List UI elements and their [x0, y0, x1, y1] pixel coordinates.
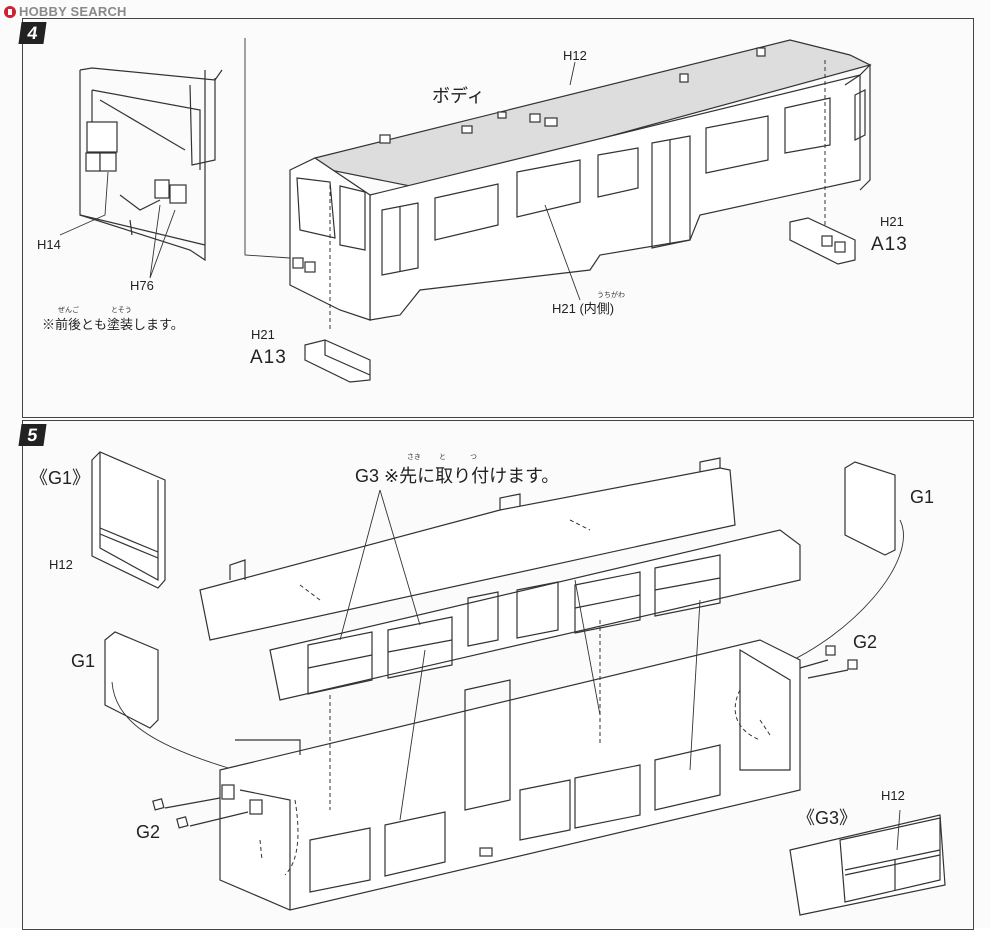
label-g1-left: G1 — [71, 651, 96, 671]
part-a13-left — [304, 339, 371, 383]
car-body — [289, 39, 872, 330]
label-h21-inner: H21 (内側) — [552, 301, 615, 316]
part-g1-right — [769, 461, 904, 671]
car-lower-body — [152, 489, 858, 911]
furigana-uchigawa: うちがわ — [597, 291, 625, 299]
furigana-to: と — [439, 453, 446, 461]
label-h12-top: H12 — [563, 48, 587, 63]
furigana-saki: さき — [407, 453, 421, 461]
label-h21-right: H21 — [880, 214, 904, 229]
label-a13-left: A13 — [250, 347, 287, 368]
label-g2-right: G2 — [853, 632, 878, 652]
inset-front-detail — [59, 38, 291, 279]
label-body: ボディ — [432, 86, 485, 106]
label-h12-left: H12 — [49, 557, 73, 572]
part-g3-outer — [199, 457, 736, 641]
part-g3-callout — [789, 809, 946, 916]
watermark: HOBBY SEARCH — [4, 4, 127, 19]
part-g1-callout — [91, 451, 166, 589]
label-g3-callout: 《G3》 — [797, 808, 858, 828]
label-g3-note: G3 ※先に取り付けます。 — [355, 466, 560, 486]
step-4-panel — [22, 18, 974, 418]
part-g1-left — [104, 631, 236, 771]
furigana-tosou: とそう — [111, 306, 132, 314]
hobby-search-logo-icon — [4, 5, 16, 18]
label-g1-callout: 《G1》 — [30, 468, 91, 488]
part-a13-right — [789, 217, 856, 265]
note-paint-both-ends: ※前後とも塗装します。 — [42, 317, 184, 332]
label-g2-left: G2 — [136, 822, 161, 842]
label-a13-right: A13 — [871, 234, 908, 255]
label-h14: H14 — [37, 237, 61, 252]
label-h21-left: H21 — [251, 327, 275, 342]
furigana-tsu: つ — [470, 453, 477, 461]
label-g1-right: G1 — [910, 487, 935, 507]
watermark-text: HOBBY SEARCH — [19, 4, 127, 19]
label-h12-right: H12 — [881, 788, 905, 803]
furigana-zengo: ぜんご — [58, 306, 79, 314]
label-h76: H76 — [130, 278, 154, 293]
part-g3-inner — [269, 529, 801, 701]
